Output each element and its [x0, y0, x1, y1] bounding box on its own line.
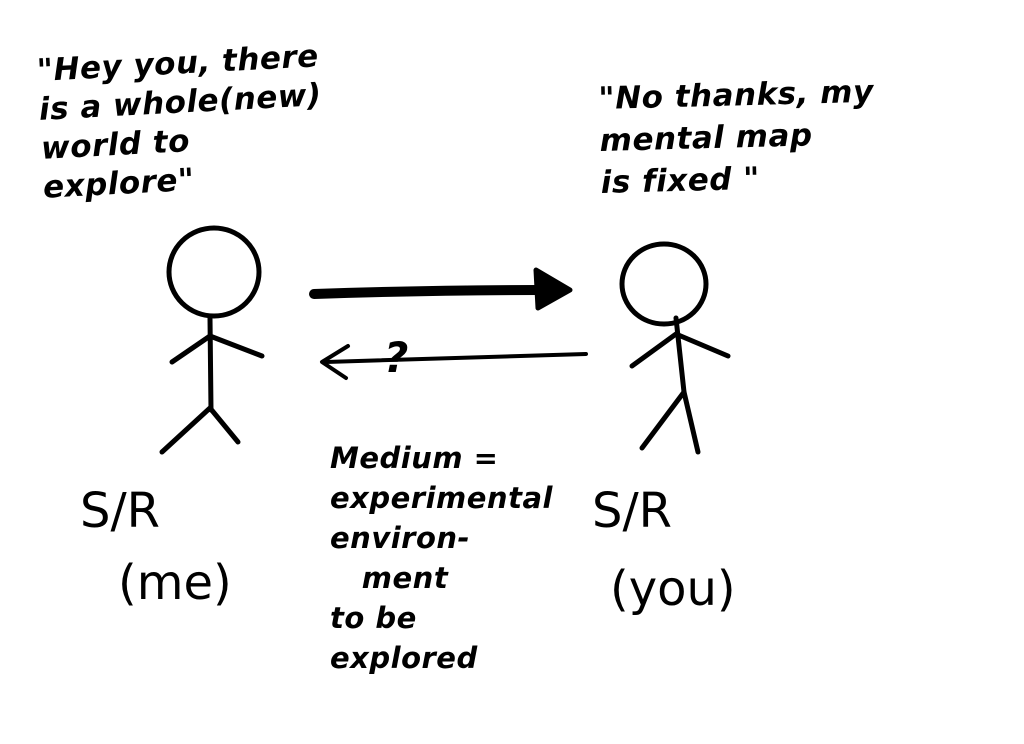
speech-you: "No thanks, my mental map is fixed " — [598, 73, 875, 201]
head-me — [166, 225, 262, 319]
label-sr-me: S/R — [80, 483, 160, 539]
label-me: (me) — [118, 555, 232, 611]
label-sr-you: S/R — [592, 483, 672, 539]
label-you: (you) — [610, 561, 736, 617]
arrow-me-to-you — [309, 267, 573, 311]
stick-figure-me — [159, 225, 265, 455]
speech-me: "Hey you, there is a whole(new) world to… — [36, 38, 323, 206]
legs-me — [159, 405, 241, 455]
legs-you — [639, 389, 701, 455]
body-me — [207, 315, 214, 413]
arms-you — [629, 331, 731, 369]
stick-figure-you — [619, 241, 731, 455]
body-you — [673, 315, 687, 395]
question-mark: ? — [384, 333, 408, 382]
arms-me — [169, 333, 265, 365]
head-you — [619, 241, 709, 327]
medium-note: Medium = experimental environ- ment to b… — [330, 441, 553, 675]
arrow-you-to-me — [320, 344, 588, 380]
